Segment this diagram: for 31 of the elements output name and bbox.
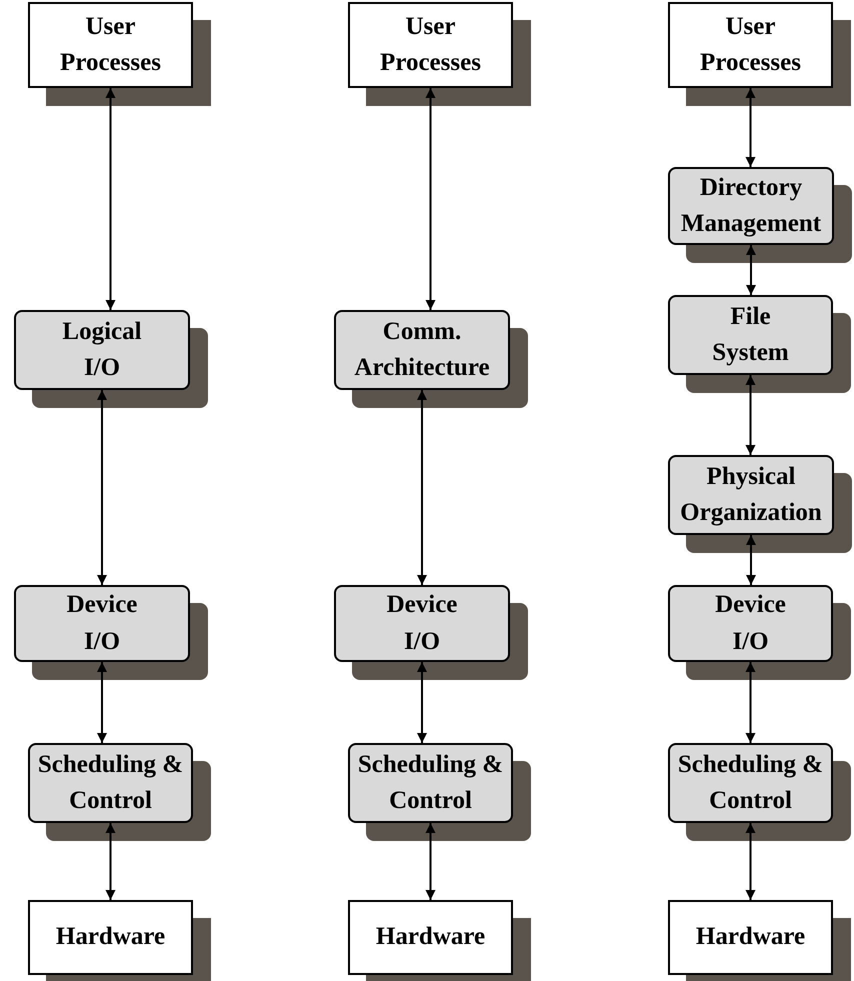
box-label: Device I/O — [386, 590, 458, 656]
double-arrow — [426, 88, 436, 310]
box-label: Physical Organization — [679, 462, 823, 528]
double-arrow — [746, 535, 756, 585]
double-arrow — [97, 662, 107, 743]
box-label: Hardware — [376, 922, 486, 952]
double-arrow — [417, 390, 427, 585]
box-label: Scheduling & Control — [36, 750, 184, 816]
box-label: User Processes — [699, 12, 802, 78]
box-label: Logical I/O — [61, 316, 143, 383]
double-arrow — [426, 823, 436, 900]
box-label: User Processes — [379, 12, 482, 78]
double-arrow — [106, 88, 116, 310]
box-label: Device I/O — [66, 590, 138, 656]
box-label: Hardware — [56, 922, 166, 952]
box-label: Directory Management — [680, 172, 822, 239]
double-arrow — [746, 375, 756, 455]
double-arrow — [746, 662, 756, 743]
double-arrow — [746, 88, 756, 167]
box-label: Hardware — [696, 922, 806, 952]
box-label: Scheduling & Control — [676, 750, 824, 816]
double-arrow — [417, 662, 427, 743]
box-label: Scheduling & Control — [356, 750, 504, 816]
box-label: Device I/O — [714, 590, 787, 656]
double-arrow — [746, 245, 756, 295]
double-arrow — [106, 823, 116, 900]
box-label: Comm. Architecture — [353, 316, 491, 383]
box-label: File System — [711, 302, 790, 368]
double-arrow — [746, 823, 756, 900]
box-label: User Processes — [59, 12, 162, 78]
double-arrow — [97, 390, 107, 585]
